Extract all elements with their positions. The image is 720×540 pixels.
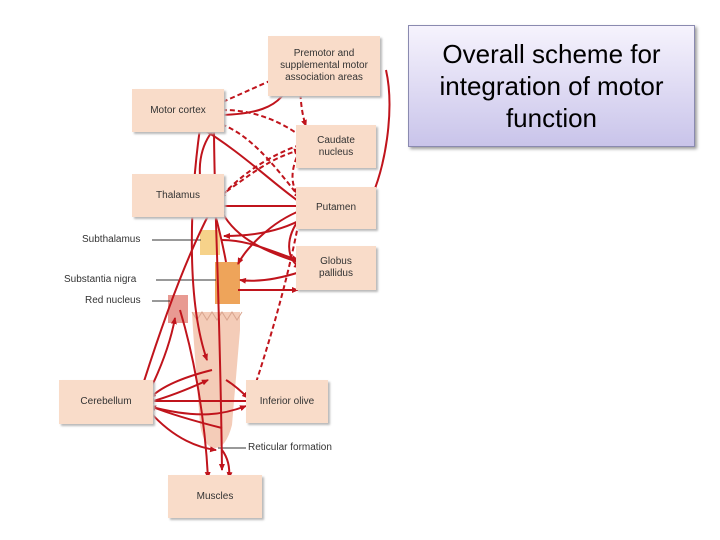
red-nucleus-label: Red nucleus: [85, 295, 141, 306]
path-thalamus-to-caudate-dashed: [219, 148, 301, 197]
muscles-box: Muscles: [168, 475, 262, 518]
globus-pallidus-box: Globus pallidus: [296, 246, 376, 290]
substantia-nigra-label: Substantia nigra: [64, 274, 137, 285]
caption-box: Overall scheme for integration of motor …: [408, 25, 695, 147]
path-thalamus-to-cerebellum: [138, 211, 211, 395]
path-premotor-to-caudate: [299, 77, 307, 127]
caudate-box: Caudate nucleus: [296, 125, 376, 168]
path-motor-cortex-to-putamen-dashed: [197, 119, 301, 199]
path-globus-to-nigra: [239, 271, 301, 284]
path-motor-cortex-down-b: [213, 127, 225, 471]
path-putamen-to-olive-dashed: [251, 214, 301, 396]
path-caudate-to-thalamus: [219, 144, 301, 199]
inferior-olive-box: Inferior olive: [246, 380, 328, 423]
premotor-box: Premotor and supplemental motor associat…: [268, 36, 380, 96]
path-caudate-to-putamen: [291, 149, 301, 199]
path-cerebellum-to-olive: [147, 405, 247, 416]
path-cerebellum-to-reticular: [149, 411, 217, 453]
thalamus-box: Thalamus: [132, 174, 224, 217]
subthalamus-label: Subthalamus: [82, 234, 141, 245]
putamen-box: Putamen: [296, 187, 376, 229]
red-nucleus: [168, 295, 188, 323]
motor-cortex-box: Motor cortex: [132, 89, 224, 132]
reticular-formation-label: Reticular formation: [248, 442, 332, 453]
path-putamen-to-nigra: [237, 209, 303, 265]
path-brainstem-to-cerebellum: [149, 369, 213, 399]
subthalamus-nucleus: [200, 230, 220, 255]
path-reticular-to-cerebellum: [149, 405, 223, 429]
caption-text: Overall scheme for integration of motor …: [439, 39, 664, 133]
path-globus-to-thalamus: [219, 207, 299, 263]
path-red-nucleus-to-muscles: [179, 309, 211, 479]
cerebellum-box: Cerebellum: [59, 380, 153, 424]
brainstem-top-edge: [191, 311, 243, 321]
